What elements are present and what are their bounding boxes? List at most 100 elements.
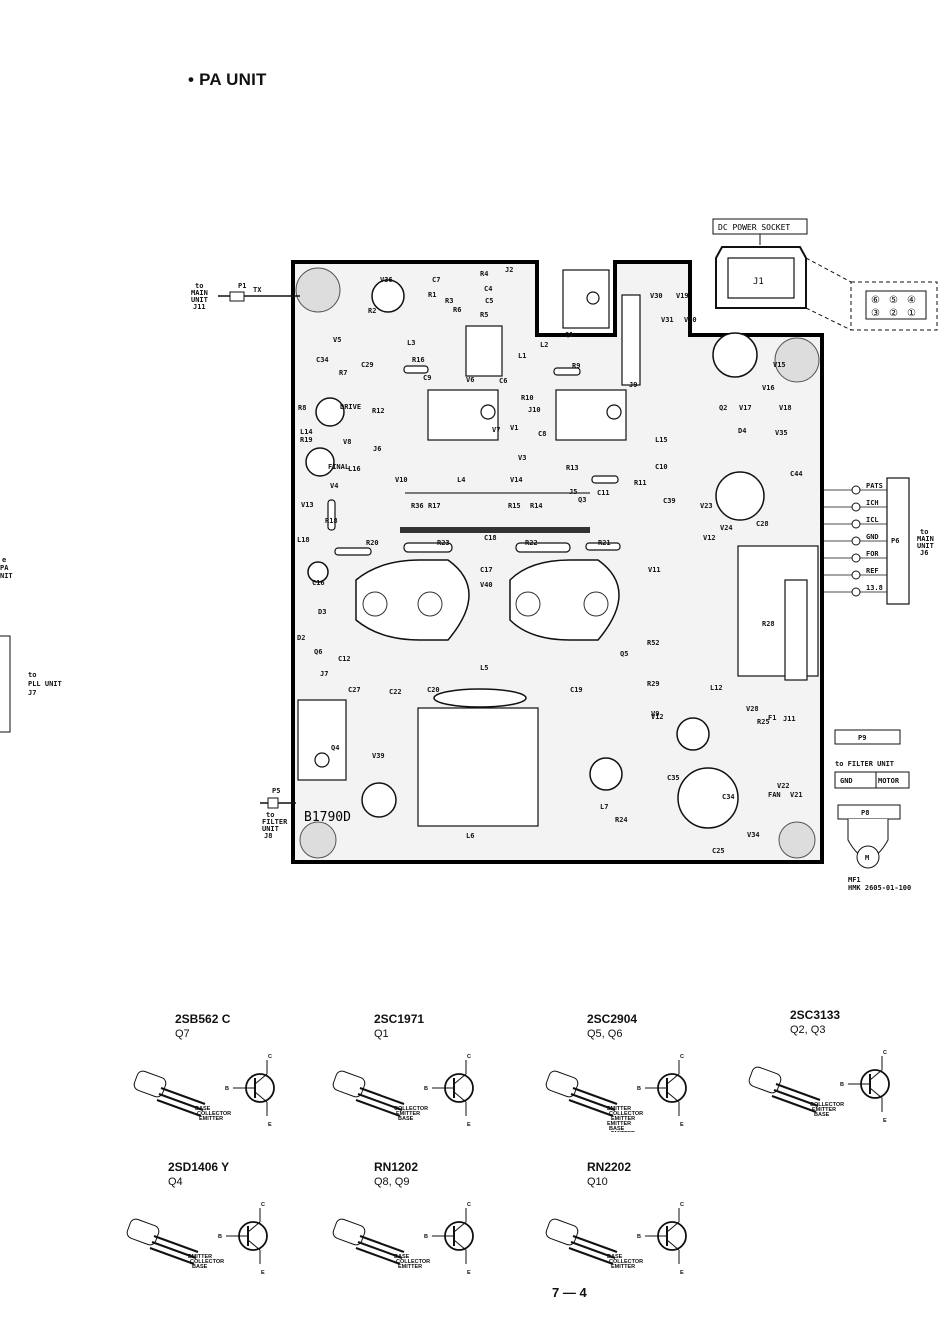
component-ref: L6 xyxy=(466,832,474,840)
component-ref: C10 xyxy=(655,463,668,471)
component-ref: L18 xyxy=(297,536,310,544)
terminal-letter: E xyxy=(680,1270,684,1276)
component-ref: V14 xyxy=(510,476,523,484)
to-main-left-2: MAIN xyxy=(191,289,208,297)
component-ref: C28 xyxy=(756,520,769,528)
pin-label: COLLECTOR xyxy=(190,1259,224,1265)
component-ref: C11 xyxy=(597,489,610,497)
component-ref: D3 xyxy=(318,608,326,616)
component-ref: R52 xyxy=(647,639,660,647)
component-ref: R8 xyxy=(298,404,306,412)
component-ref: V13 xyxy=(301,501,314,509)
component-ref: V31 xyxy=(661,316,674,324)
transistor-ref: Q1 xyxy=(374,1028,389,1040)
component-ref: L14 xyxy=(300,428,313,436)
pin-label: COLLECTOR xyxy=(609,1111,643,1117)
pin-label: EMITTER xyxy=(611,1131,635,1132)
component-ref: R15 xyxy=(508,502,521,510)
pin-label: EMITTER xyxy=(398,1264,422,1270)
component-ref: Q1 xyxy=(565,331,573,339)
component-ref: R3 xyxy=(445,297,453,305)
component-ref: C5 xyxy=(485,297,493,305)
component-ref: C7 xyxy=(432,276,440,284)
component-ref: C20 xyxy=(427,686,440,694)
terminal-letter: E xyxy=(268,1122,272,1128)
component-ref: L4 xyxy=(457,476,465,484)
component-ref: L5 xyxy=(480,664,488,672)
pin-label: BASE xyxy=(814,1112,830,1118)
terminal-letter: C xyxy=(467,1054,471,1060)
to-main-left-3: UNIT xyxy=(191,296,208,304)
component-ref: V18 xyxy=(779,404,792,412)
component-ref: Q3 xyxy=(578,496,586,504)
component-ref: R1 xyxy=(428,291,436,299)
component-ref: R14 xyxy=(530,502,543,510)
pin-label: COLLECTOR xyxy=(609,1259,643,1265)
transistor-part: 2SC3133 xyxy=(790,1008,841,1022)
component-ref: J7 xyxy=(320,670,328,678)
edge-label-2: PA xyxy=(0,564,9,572)
terminal-letter: B xyxy=(637,1086,641,1092)
terminal-letter: C xyxy=(680,1054,684,1060)
p9-label: P9 xyxy=(858,734,866,742)
terminal-letter: B xyxy=(424,1086,428,1092)
edge-label-1: e xyxy=(2,556,6,564)
pin-label: COLLECTOR xyxy=(394,1106,428,1112)
terminal-letter: E xyxy=(261,1270,265,1276)
transistor-part: 2SD1406 Y xyxy=(168,1160,230,1174)
component-ref: V30 xyxy=(650,292,663,300)
terminal-letter: B xyxy=(637,1234,641,1240)
terminal-letter: B xyxy=(424,1234,428,1240)
component-ref: F1 xyxy=(768,714,776,722)
signal-label: ICL xyxy=(866,516,879,524)
component-ref: J2 xyxy=(505,266,513,274)
component-ref: J9 xyxy=(629,381,637,389)
pin-label: EMITTER xyxy=(611,1116,635,1122)
terminal-letter: E xyxy=(467,1122,471,1128)
component-ref: V28 xyxy=(746,705,759,713)
signal-label: REF xyxy=(866,567,879,575)
terminal-letter: E xyxy=(883,1118,887,1124)
component-ref: R9 xyxy=(572,362,580,370)
component-ref: Q2 xyxy=(719,404,727,412)
component-ref: C44 xyxy=(790,470,803,478)
component-ref: R12 xyxy=(372,407,385,415)
component-ref: V7 xyxy=(492,426,500,434)
p6-label: P6 xyxy=(891,537,899,545)
page-title: • PA UNIT xyxy=(188,70,267,89)
component-ref: C35 xyxy=(667,774,680,782)
pin-4: ④ xyxy=(907,295,916,306)
signal-label: 13.8 xyxy=(866,584,883,592)
gnd-label: GND xyxy=(840,777,853,785)
signal-node xyxy=(851,536,861,546)
pin-label: EMITTER xyxy=(607,1106,631,1112)
to-filter-left-1: to xyxy=(266,811,274,819)
component-ref: V5 xyxy=(333,336,341,344)
transistor-part: 2SC2904 xyxy=(587,1012,638,1026)
component-ref: L1 xyxy=(518,352,526,360)
transistor-part: 2SC1971 xyxy=(374,1012,425,1026)
component-ref: C18 xyxy=(484,534,497,542)
component-ref: C8 xyxy=(538,430,546,438)
component-ref: J10 xyxy=(528,406,541,414)
pin-label: BASE xyxy=(609,1126,625,1132)
component-ref: R29 xyxy=(647,680,660,688)
component-ref: R7 xyxy=(339,369,347,377)
to-filter-left-2: FILTER xyxy=(262,818,288,826)
transistor-ref: Q2, Q3 xyxy=(790,1024,826,1036)
component-ref: R19 xyxy=(300,436,313,444)
component-ref: L15 xyxy=(655,436,668,444)
component-ref: V11 xyxy=(648,566,661,574)
component-ref: C22 xyxy=(389,688,402,696)
component-ref: C4 xyxy=(484,285,492,293)
signal-label: PATS xyxy=(866,482,883,490)
component-ref: C34 xyxy=(316,356,329,364)
component-ref: C25 xyxy=(712,847,725,855)
pin-label: EMITTER xyxy=(188,1254,212,1260)
signal-label: FOR xyxy=(866,550,879,558)
component-ref: V15 xyxy=(773,361,786,369)
component-ref: R11 xyxy=(634,479,647,487)
component-ref: R17 xyxy=(428,502,441,510)
